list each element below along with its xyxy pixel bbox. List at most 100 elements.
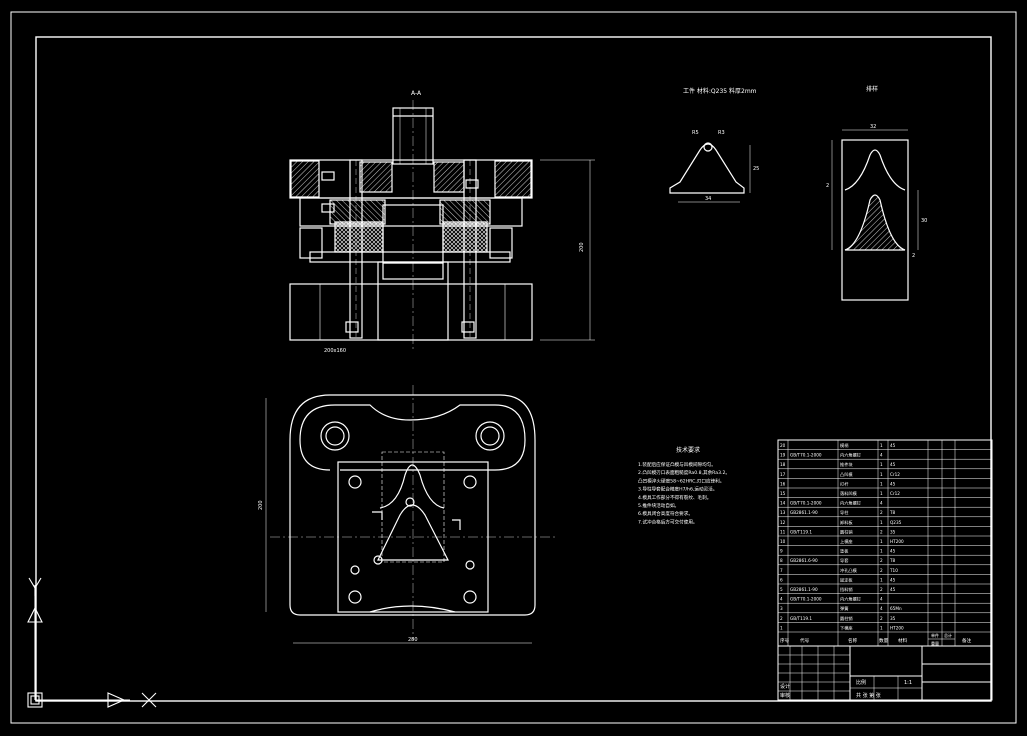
bom-cell-name: 推件块 — [840, 461, 853, 468]
bom-cell-name: 固定板 — [840, 576, 853, 583]
scale-label: 比例 — [856, 679, 866, 686]
bom-cell-mat: T10 — [889, 568, 898, 573]
bom-header-single: 单件 — [931, 632, 939, 638]
bom-cell-mat: 65Mn — [890, 606, 902, 611]
bom-cell-mat: Q235 — [890, 520, 902, 525]
front-section-view[interactable]: A-A — [289, 90, 595, 354]
bom-cell-code: GB2861.6-90 — [790, 558, 818, 563]
dim-plan-width: 280 — [408, 637, 418, 643]
section-label: A-A — [411, 90, 422, 97]
bom-cell-name: 圆柱销 — [840, 615, 853, 622]
bom-cell-name: 导柱 — [840, 509, 849, 516]
bom-cell-qty: 1 — [880, 625, 883, 630]
bom-cell-mat: 45 — [890, 481, 896, 486]
bom-cell-no: 1 — [780, 625, 783, 630]
bom-cell-qty: 2 — [880, 510, 883, 515]
bom-cell-qty: 2 — [880, 558, 883, 563]
dim-plan-height: 200 — [258, 500, 264, 510]
bom-cell-name: 模柄 — [840, 442, 848, 449]
plan-view[interactable]: 280 200 — [258, 385, 555, 644]
dim-strip-width: 32 — [870, 124, 876, 130]
bom-cell-no: 13 — [780, 510, 786, 515]
title-block[interactable]: 设计 审核 比例 1:1 共 张 第 张 — [777, 645, 993, 701]
tech-req-line: 3.导柱导套配合精度H7/h6,运动灵活。 — [638, 486, 717, 493]
bom-header-qty: 数量 — [879, 637, 889, 644]
bom-cell-mat: 45 — [890, 587, 896, 592]
bom-cell-no: 2 — [780, 616, 783, 621]
scale-value: 1:1 — [904, 680, 912, 686]
bom-cell-mat: Cr12 — [890, 491, 900, 496]
bom-cell-no: 9 — [780, 549, 783, 554]
dim-strip-a: 2 — [826, 183, 829, 189]
bom-cell-qty: 1 — [880, 520, 883, 525]
bom-cell-code: GB/T70.1-2000 — [790, 453, 822, 458]
bom-header-total: 总计 — [944, 632, 952, 638]
bom-cell-qty: 2 — [880, 616, 883, 621]
bom-cell-mat: T8 — [889, 558, 896, 563]
bom-cell-no: 8 — [780, 558, 783, 563]
bom-header-note: 备注 — [962, 637, 972, 644]
bom-cell-no: 12 — [780, 520, 786, 525]
bom-cell-qty: 1 — [880, 491, 883, 496]
bom-cell-name: 卸料板 — [840, 519, 853, 526]
bom-cell-name: 下模座 — [840, 624, 853, 631]
bom-cell-qty: 4 — [880, 597, 883, 602]
bom-cell-qty: 1 — [880, 481, 883, 486]
bom-cell-qty: 1 — [880, 577, 883, 582]
bom-cell-no: 15 — [780, 491, 786, 496]
tech-req-line: 4.模具工作部分不得有裂纹、毛刺。 — [638, 494, 711, 501]
tech-req-line: 7.试冲合格后方可交付使用。 — [638, 518, 698, 525]
sheet-label: 共 张 第 张 — [856, 692, 881, 699]
layout-caption: 排样 — [866, 85, 878, 93]
bom-cell-qty: 4 — [880, 606, 883, 611]
bom-cell-no: 17 — [780, 472, 786, 477]
bom-cell-code: GB/T70.1-2000 — [790, 501, 822, 506]
bom-cell-qty: 1 — [880, 549, 883, 554]
bom-cell-qty: 4 — [880, 501, 883, 506]
tech-req-line: 凸凹模淬火硬度58~62HRC,刃口应锋利。 — [638, 477, 724, 484]
bom-cell-no: 18 — [780, 462, 786, 467]
bom-cell-no: 6 — [780, 577, 783, 582]
bom-cell-code: GB/T119.1 — [790, 616, 812, 621]
dim-total-height: 200 — [579, 242, 585, 252]
bom-header-mat: 材料 — [898, 637, 908, 644]
tech-req-lines: 1.装配后应保证凸模与凹模间隙均匀。2.凸凹模刃口表面粗糙度Ra0.8,其余Ra… — [638, 461, 730, 525]
bom-cell-qty: 1 — [880, 472, 883, 477]
bom-cell-no: 10 — [780, 539, 786, 544]
bom-cell-name: 冲孔凸模 — [840, 567, 858, 574]
bom-cell-mat: HT200 — [890, 625, 904, 630]
dim-strip-b: 2 — [912, 253, 915, 259]
bom-cell-name: 内六角螺钉 — [840, 452, 862, 459]
bom-cell-name: 落料凹模 — [840, 490, 858, 497]
bom-cell-code: GB/T70.1-2000 — [790, 597, 822, 602]
ucs-axis-icon — [27, 577, 157, 708]
bom-cell-code: GB2861.1-90 — [790, 510, 818, 515]
bom-header-no: 序号 — [780, 637, 790, 644]
bom-cell-no: 14 — [780, 501, 786, 506]
bom-cell-name: 弹簧 — [840, 605, 848, 612]
bom-cell-name: 挡料销 — [840, 586, 853, 593]
bom-cell-no: 7 — [780, 568, 783, 573]
bom-cell-no: 3 — [780, 606, 783, 611]
bom-header-name: 名称 — [848, 637, 858, 644]
bom-cell-mat: 45 — [890, 577, 896, 582]
dim-part-r1: R5 — [692, 130, 699, 136]
bom-header-weight: 重量 — [931, 640, 939, 646]
bom-cell-qty: 1 — [880, 462, 883, 467]
strip-layout-view[interactable]: 排样 32 30 2 2 — [826, 85, 927, 301]
bom-cell-mat: 35 — [890, 529, 896, 534]
bom-cell-code: GB2861.1-90 — [790, 587, 818, 592]
part-view[interactable]: 工件 材料:Q235 料厚2mm 34 25 R5 R3 — [669, 87, 759, 203]
bom-cell-no: 19 — [780, 453, 786, 458]
bom-cell-no: 5 — [780, 587, 783, 592]
bom-cell-qty: 2 — [880, 568, 883, 573]
bom-cell-qty: 2 — [880, 529, 883, 534]
checker-label: 审核 — [780, 692, 790, 699]
bom-cell-code: GB/T119.1 — [790, 529, 812, 534]
bom-cell-name: 内六角螺钉 — [840, 596, 862, 603]
bom-cell-mat: 45 — [890, 443, 896, 448]
bom-cell-mat: 35 — [890, 616, 896, 621]
sheet-frame — [10, 11, 1017, 724]
